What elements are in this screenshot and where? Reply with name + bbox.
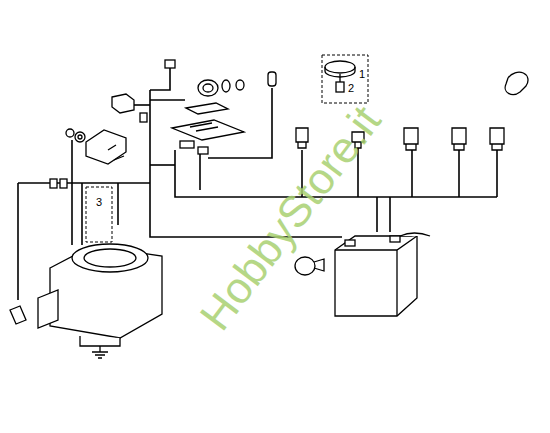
battery bbox=[335, 233, 430, 316]
terminal-boot bbox=[505, 72, 528, 94]
callout-number: 3 bbox=[95, 197, 103, 208]
bulb bbox=[295, 257, 324, 275]
toggle-switch bbox=[112, 94, 134, 113]
callout-number: 2 bbox=[347, 83, 355, 94]
plug bbox=[165, 60, 175, 68]
connector bbox=[268, 72, 276, 86]
part-group-frame bbox=[322, 55, 368, 103]
connector bbox=[50, 179, 57, 188]
socket bbox=[198, 80, 244, 96]
connector bbox=[60, 179, 67, 188]
spark-plug-cap bbox=[10, 306, 26, 324]
callout-number: 1 bbox=[358, 69, 366, 80]
part-group-frame bbox=[86, 187, 112, 242]
ignition-switch bbox=[66, 129, 126, 164]
ground-symbol bbox=[92, 352, 108, 358]
engine bbox=[38, 244, 162, 352]
control-board bbox=[172, 103, 244, 154]
small-connector bbox=[140, 113, 147, 122]
